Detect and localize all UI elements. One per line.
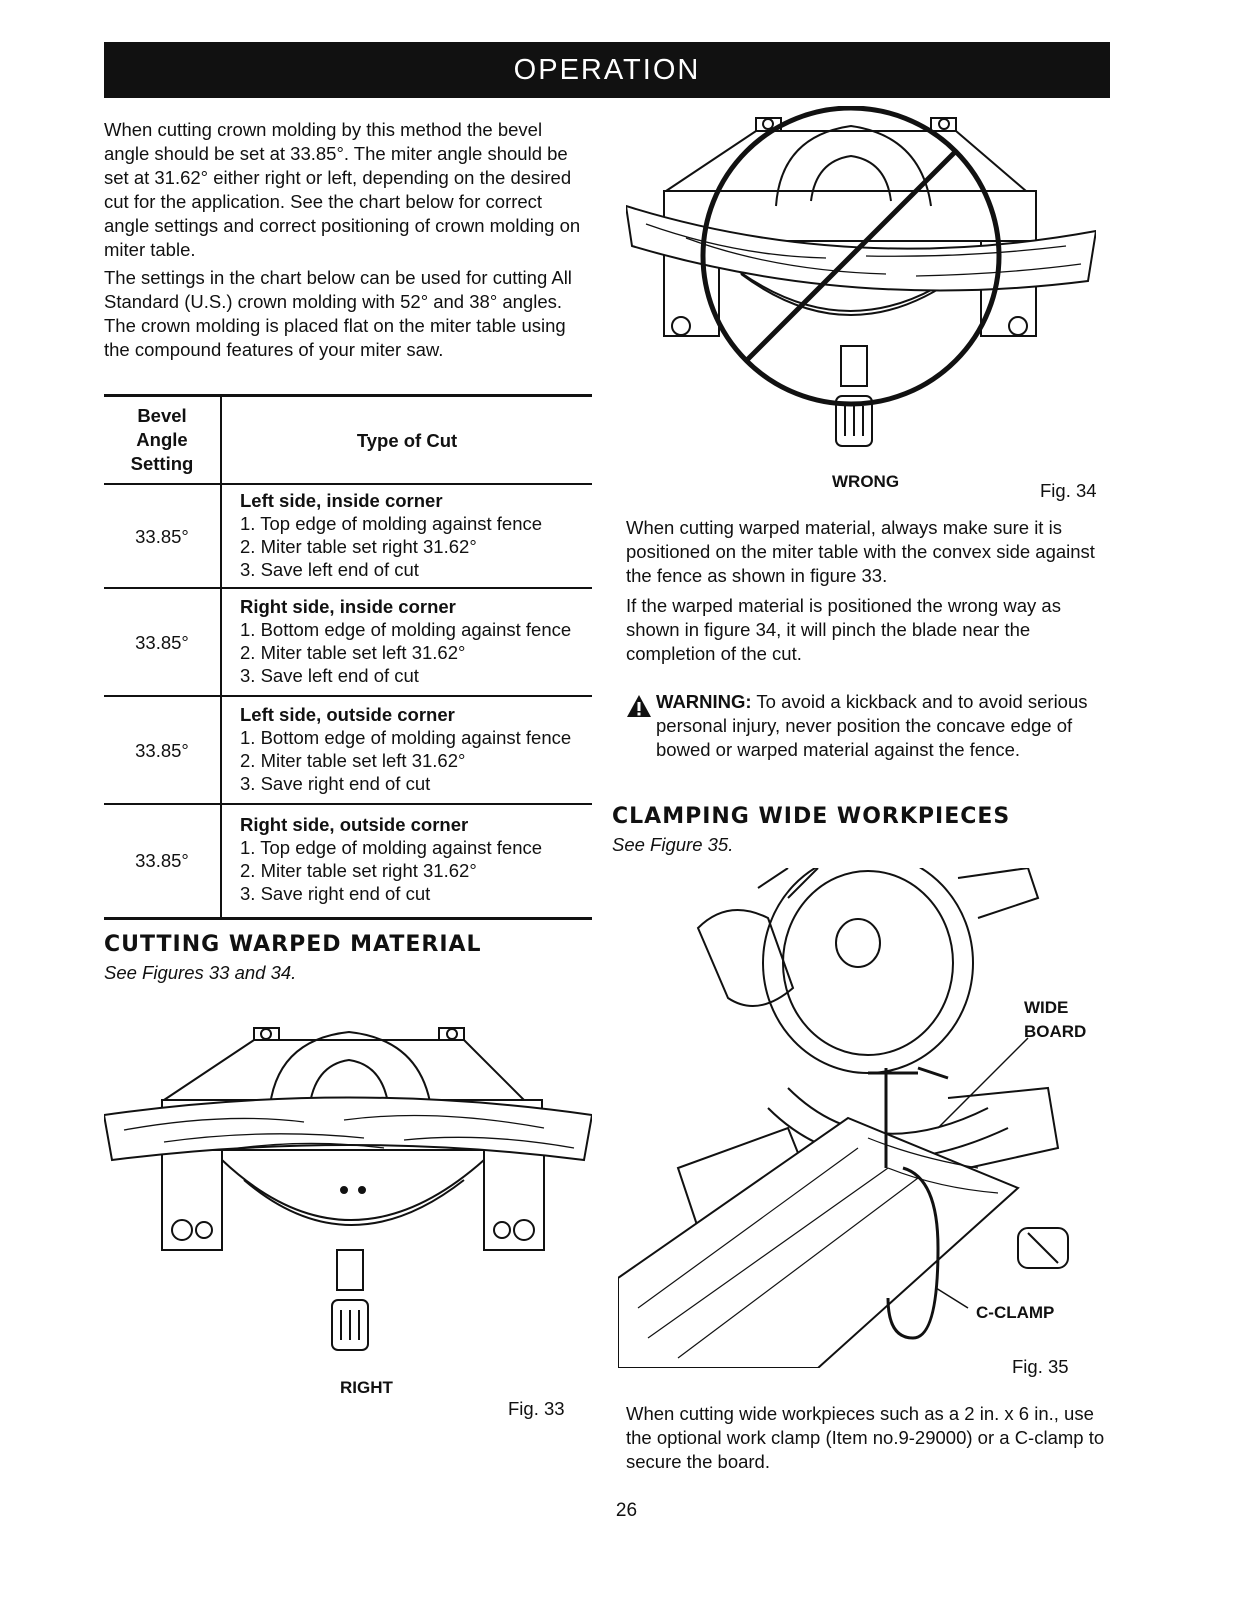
table-row: 33.85° Left side, outside corner 1. Bott… [104, 696, 592, 804]
cut-description: Right side, outside corner 1. Top edge o… [221, 804, 592, 918]
table-row: 33.85° Left side, inside corner 1. Top e… [104, 484, 592, 588]
wide-board-label-line: WIDE [1024, 998, 1069, 1017]
figure-34-illustration [626, 106, 1096, 447]
bevel-value: 33.85° [104, 588, 222, 696]
cut-step: 3. Save left end of cut [240, 558, 419, 580]
bevel-value: 33.85° [104, 696, 222, 804]
cut-title: Right side, outside corner [240, 814, 469, 836]
chart-header-row: Bevel Angle Setting Type of Cut [104, 395, 592, 484]
figure-33-label: Fig. 33 [508, 1398, 565, 1419]
clamping-see-figure: See Figure 35. [612, 834, 734, 855]
c-clamp-label: C-CLAMP [976, 1303, 1055, 1322]
cut-step: 2. Miter table set left 31.62° [240, 749, 466, 771]
table-row: 33.85° Right side, inside corner 1. Bott… [104, 588, 592, 696]
section-title: OPERATION [513, 53, 701, 86]
figure-34-caption: WRONG [832, 472, 900, 491]
bevel-header-line: Bevel [137, 405, 187, 426]
figure-33-illustration [104, 1027, 592, 1351]
warning-text: WARNING: To avoid a kickback and to avoi… [656, 690, 1106, 762]
warning-block: WARNING: To avoid a kickback and to avoi… [626, 690, 1106, 762]
crown-molding-chart: Bevel Angle Setting Type of Cut 33.85° L… [104, 394, 592, 920]
bevel-value: 33.85° [104, 804, 222, 918]
type-column-header: Type of Cut [356, 429, 458, 451]
intro-paragraph-1: When cutting crown molding by this metho… [104, 119, 581, 260]
figure-34-label: Fig. 34 [1040, 480, 1097, 501]
cut-step: 1. Bottom edge of molding against fence [240, 726, 572, 748]
cut-description: Left side, inside corner 1. Top edge of … [221, 484, 592, 588]
intro-paragraph-2: The settings in the chart below can be u… [104, 267, 572, 360]
cut-step: 3. Save right end of cut [240, 883, 431, 905]
bevel-value: 33.85° [104, 484, 222, 588]
cut-description: Right side, inside corner 1. Bottom edge… [221, 588, 592, 696]
cut-step: 1. Bottom edge of molding against fence [240, 618, 572, 640]
cut-step: 1. Top edge of molding against fence [240, 512, 543, 534]
figure-35-label: Fig. 35 [1012, 1356, 1069, 1377]
cut-description: Left side, outside corner 1. Bottom edge… [221, 696, 592, 804]
cut-step: 1. Top edge of molding against fence [240, 837, 543, 859]
page-number: 26 [615, 1500, 638, 1521]
bevel-header-line: Angle [136, 429, 188, 450]
bevel-column-header: Bevel Angle Setting [104, 395, 222, 484]
clamping-heading: CLAMPING WIDE WORKPIECES [612, 804, 1011, 829]
warped-material-heading: CUTTING WARPED MATERIAL [104, 932, 482, 957]
warning-triangle-icon [627, 695, 651, 717]
bevel-header-line: Setting [130, 453, 194, 474]
warning-label: WARNING: [656, 691, 752, 712]
clamping-paragraph: When cutting wide workpieces such as a 2… [626, 1403, 1105, 1472]
figure-33-caption: RIGHT [340, 1378, 393, 1397]
section-header: OPERATION [104, 42, 1110, 98]
cut-title: Right side, inside corner [240, 595, 456, 617]
cut-step: 3. Save right end of cut [240, 772, 431, 794]
figure-35-illustration [618, 868, 1069, 1368]
wide-board-label-line: BOARD [1024, 1022, 1087, 1041]
cut-step: 3. Save left end of cut [240, 664, 419, 686]
cut-title: Left side, outside corner [240, 703, 455, 725]
cut-step: 2. Miter table set right 31.62° [240, 860, 477, 882]
cut-step: 2. Miter table set right 31.62° [240, 535, 477, 557]
warning-body: To avoid a kickback and to avoid serious… [656, 691, 1088, 760]
wide-board-label: WIDE BOARD [1024, 996, 1086, 1044]
cut-step: 2. Miter table set left 31.62° [240, 641, 466, 663]
warped-paragraph-1: When cutting warped material, always mak… [626, 517, 1095, 586]
warped-see-figures: See Figures 33 and 34. [104, 962, 297, 983]
warped-paragraph-2: If the warped material is positioned the… [626, 595, 1061, 664]
cut-title: Left side, inside corner [240, 489, 443, 511]
table-row: 33.85° Right side, outside corner 1. Top… [104, 804, 592, 918]
